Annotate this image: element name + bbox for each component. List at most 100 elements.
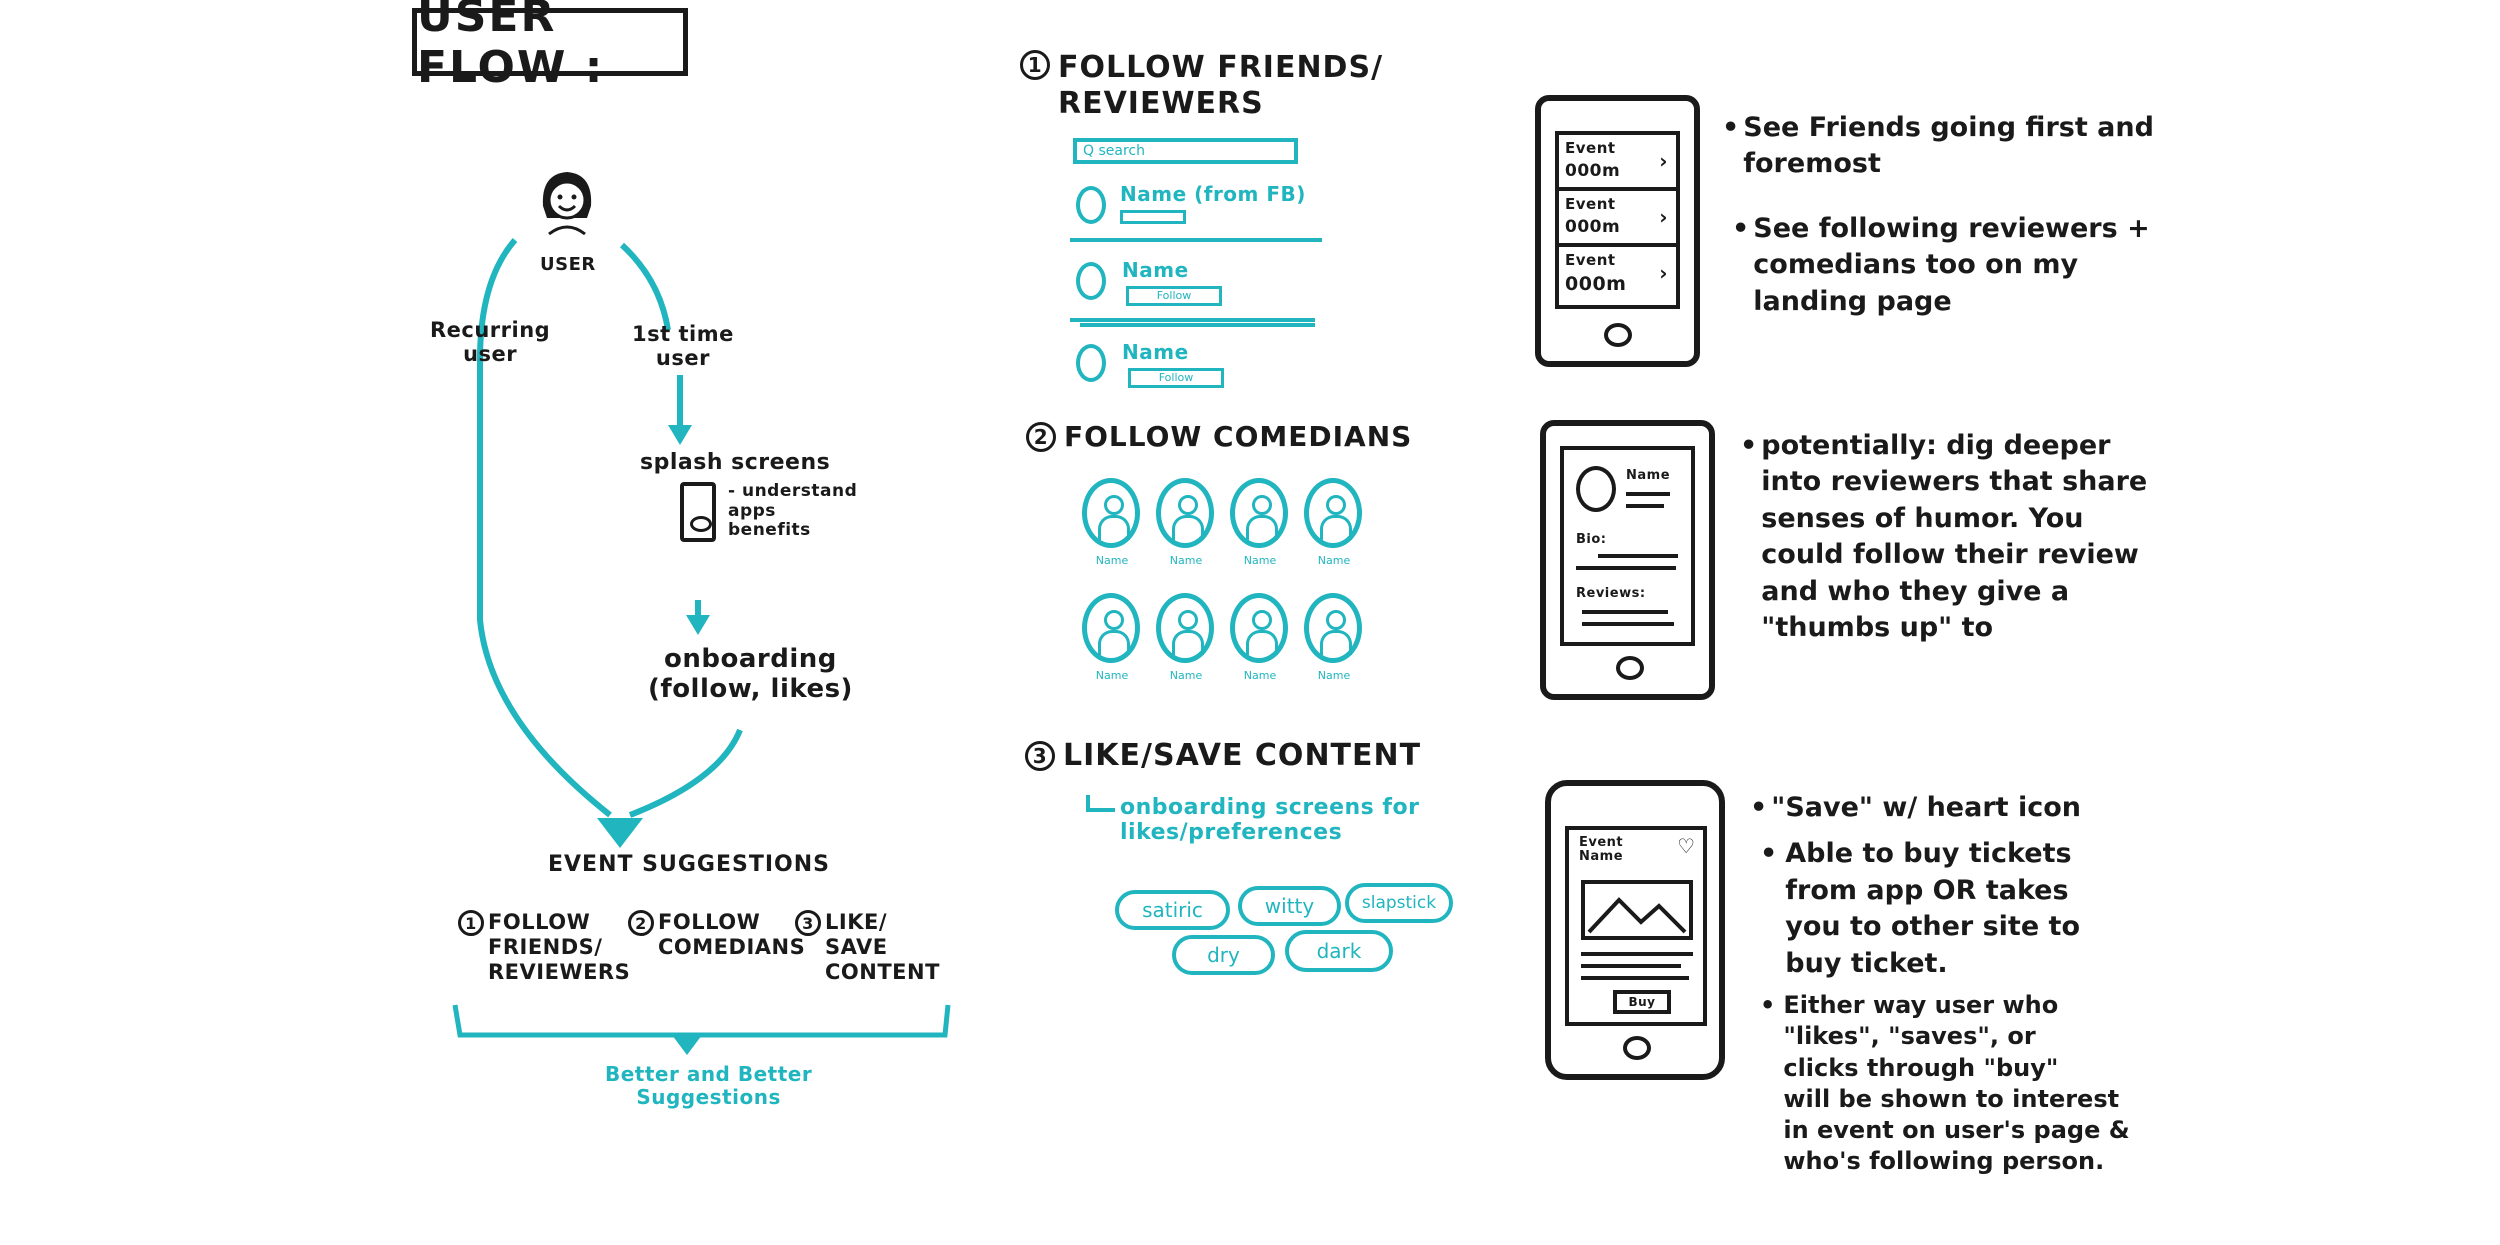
comedian-name: Name <box>1169 554 1203 567</box>
merge-arrowhead <box>597 818 643 848</box>
heart-icon[interactable]: ♡ <box>1677 834 1695 858</box>
row-follow-button[interactable]: Follow <box>1126 286 1222 306</box>
tag-witty[interactable]: witty <box>1238 886 1341 926</box>
event-row[interactable]: Event 000m › <box>1559 135 1676 191</box>
phone2-note: • potentially: dig deeper into reviewers… <box>1740 428 2147 647</box>
comedian-item[interactable]: Name <box>1154 593 1218 698</box>
bullet-icon: • <box>1740 430 1758 461</box>
comedian-item[interactable]: Name <box>1228 478 1292 583</box>
section2-number: 2 <box>1026 421 1056 452</box>
comedian-avatar-icon <box>1156 478 1214 548</box>
comedian-name: Name <box>1317 554 1351 567</box>
note-item: • Able to buy tickets from app OR takes … <box>1760 836 2130 982</box>
profile-screen: Name Bio: Reviews: <box>1560 446 1695 646</box>
first-time-path <box>619 242 671 331</box>
step-number: 1 <box>458 910 484 936</box>
comedian-item[interactable]: Name <box>1080 478 1144 583</box>
section3-title: LIKE/SAVE CONTENT <box>1063 738 1422 773</box>
section3-heading: 3 LIKE/SAVE CONTENT <box>1025 738 1421 773</box>
event-value: 000m <box>1565 217 1621 237</box>
bullet-icon: • <box>1732 212 1750 244</box>
chevron-right-icon: › <box>1659 205 1668 229</box>
event-row[interactable]: Event 000m › <box>1559 191 1676 247</box>
profile-circle-icon <box>1076 344 1106 382</box>
row-follow-button[interactable] <box>1120 210 1186 224</box>
step-label: LIKE/ SAVE CONTENT <box>825 910 940 985</box>
splash-note: - understand apps benefits <box>728 481 858 541</box>
phone-mockup-reviewer: Name Bio: Reviews: <box>1540 420 1715 700</box>
onboarding-label: onboarding (follow, likes) <box>648 644 853 704</box>
tag-satiric[interactable]: satiric <box>1115 890 1230 930</box>
comedian-name: Name <box>1317 669 1351 682</box>
first-time-user-label: 1st time user <box>632 322 734 371</box>
section3-subnote: onboarding screens for likes/preferences <box>1120 795 1420 846</box>
phone3-notes: • "Save" w/ heart icon • Able to buy tic… <box>1750 790 2130 1177</box>
comedian-avatar-icon <box>1082 593 1140 663</box>
section1-heading: 1 FOLLOW FRIENDS/ REVIEWERS <box>1020 50 1383 122</box>
profile-circle-icon <box>1076 262 1106 300</box>
recurring-user-label: Recurring user <box>430 318 551 367</box>
tag-slapstick[interactable]: slapstick <box>1345 883 1453 923</box>
image-placeholder-icon <box>1581 880 1693 940</box>
flow-step-1: 1 FOLLOW FRIENDS/ REVIEWERS <box>458 910 630 986</box>
profile-picture-icon <box>1576 466 1616 512</box>
comedian-item[interactable]: Name <box>1080 593 1144 698</box>
section1-divider <box>1080 323 1315 327</box>
step-number: 3 <box>795 910 821 936</box>
comedian-item[interactable]: Name <box>1228 593 1292 698</box>
note-item: • "Save" w/ heart icon <box>1750 790 2130 826</box>
phone-mockup-event-detail: Event Name ♡ Buy <box>1545 780 1725 1080</box>
comedian-name: Name <box>1095 554 1129 567</box>
user-avatar <box>535 168 599 240</box>
comedian-name: Name <box>1169 669 1203 682</box>
event-row[interactable]: Event 000m › <box>1559 247 1676 305</box>
flow-step-2: 2 FOLLOW COMEDIANS <box>628 910 805 960</box>
event-title: Event <box>1565 251 1616 269</box>
reviewer-name-label: Name <box>1626 468 1671 483</box>
step-number: 2 <box>628 910 654 936</box>
chevron-right-icon: › <box>1659 261 1668 285</box>
bullet-icon: • <box>1722 112 1740 143</box>
event-detail-screen: Event Name ♡ Buy <box>1565 826 1707 1026</box>
section1-search-input[interactable]: Q search <box>1073 138 1298 164</box>
comedian-item[interactable]: Name <box>1302 593 1366 698</box>
user-label: USER <box>540 254 596 275</box>
splash-phone-icon <box>680 482 716 542</box>
event-suggestions-label: EVENT SUGGESTIONS <box>548 852 831 877</box>
note-item: • See following reviewers + comedians to… <box>1732 211 2154 320</box>
comedian-name: Name <box>1243 669 1277 682</box>
section1-title: FOLLOW FRIENDS/ REVIEWERS <box>1058 50 1384 121</box>
tag-dry[interactable]: dry <box>1172 935 1275 975</box>
note-item: • See Friends going first and foremost <box>1722 110 2154 183</box>
result-label: Better and Better Suggestions <box>605 1062 813 1109</box>
event-list: Event 000m › Event 000m › Event 000m › <box>1555 131 1680 309</box>
buy-button[interactable]: Buy <box>1613 990 1671 1014</box>
row-name: Name <box>1122 258 1189 282</box>
event-name-label: Event Name <box>1579 835 1624 865</box>
section2-title: FOLLOW COMEDIANS <box>1064 420 1413 453</box>
phone1-notes: • See Friends going first and foremost •… <box>1722 110 2154 320</box>
home-button-icon <box>1623 1036 1651 1060</box>
section1-number: 1 <box>1020 50 1050 80</box>
bullet-icon: • <box>1760 991 1776 1020</box>
comedian-avatar-icon <box>1304 593 1362 663</box>
comedian-avatar-icon <box>1230 478 1288 548</box>
row-follow-button[interactable]: Follow <box>1128 368 1224 388</box>
comedian-avatar-icon <box>1156 593 1214 663</box>
user-face-icon <box>542 172 592 236</box>
step-label: FOLLOW COMEDIANS <box>658 910 806 960</box>
home-button-icon <box>1616 656 1644 680</box>
bullet-icon: • <box>1760 838 1778 870</box>
event-value: 000m <box>1565 273 1627 295</box>
reviews-label: Reviews: <box>1576 586 1646 601</box>
home-button-icon <box>1604 323 1632 347</box>
comedian-avatar-icon <box>1304 478 1362 548</box>
steps-bracket <box>452 1004 951 1038</box>
row-name: Name (from FB) <box>1120 182 1306 206</box>
tag-dark[interactable]: dark <box>1285 930 1393 972</box>
search-placeholder: Q search <box>1083 143 1145 159</box>
phone-mockup-events: Event 000m › Event 000m › Event 000m › <box>1535 95 1700 367</box>
comedian-item[interactable]: Name <box>1302 478 1366 583</box>
event-value: 000m <box>1565 161 1621 181</box>
comedian-item[interactable]: Name <box>1154 478 1218 583</box>
